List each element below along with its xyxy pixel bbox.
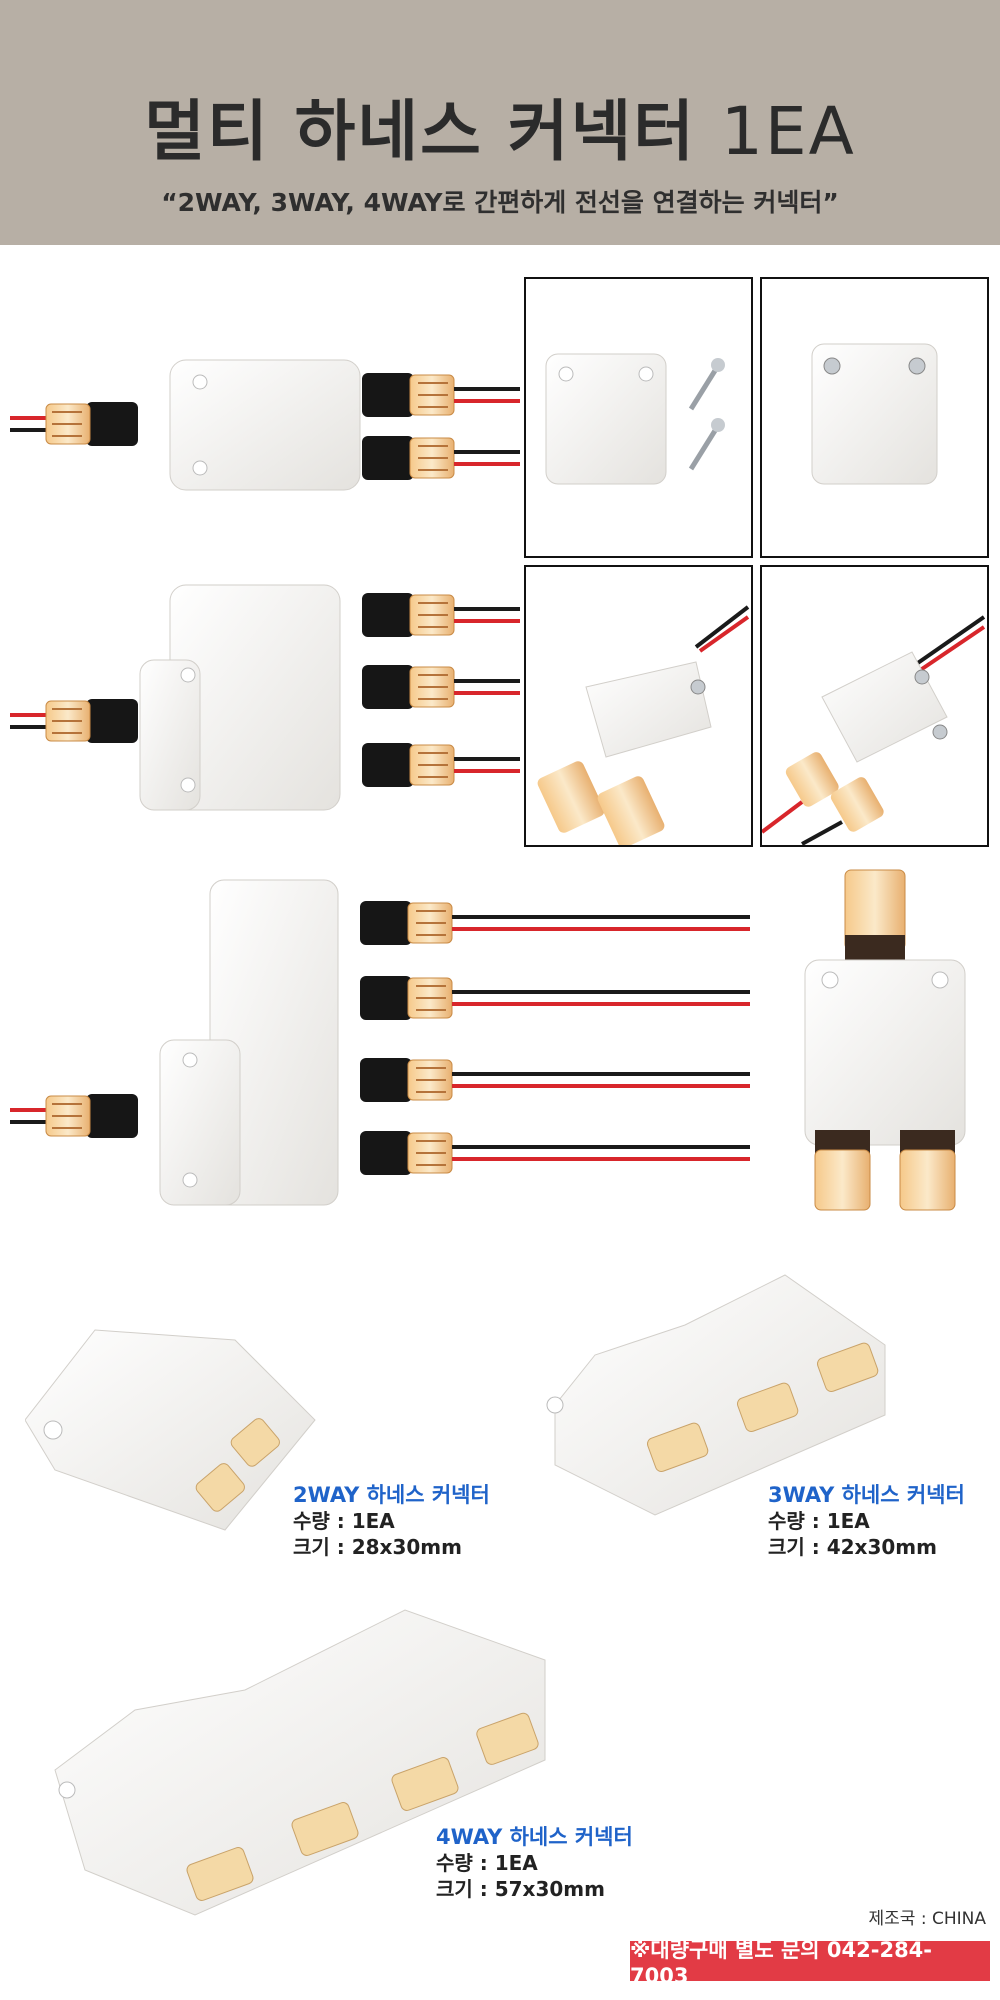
product-qty: 수량 : 1EA bbox=[768, 1509, 870, 1533]
product-size: 크기 : 28x30mm bbox=[293, 1535, 462, 1559]
2way-connector-with-screws-image bbox=[524, 277, 753, 558]
spec-3way: 3WAY 하네스 커넥터 수량 : 1EA 크기 : 42x30mm bbox=[768, 1482, 965, 1560]
spec-4way: 4WAY 하네스 커넥터 수량 : 1EA 크기 : 57x30mm bbox=[436, 1824, 633, 1902]
title-suffix: 1EA bbox=[720, 93, 856, 170]
3way-connector-assembly-image bbox=[10, 584, 520, 811]
2way-connector-product-image bbox=[25, 1329, 316, 1531]
2way-connector-top-view-image bbox=[804, 869, 966, 1211]
title-main: 멀티 하네스 커넥터 bbox=[144, 93, 696, 170]
product-qty: 수량 : 1EA bbox=[436, 1851, 538, 1875]
2way-connector-wired-image bbox=[760, 565, 989, 847]
4way-connector-product-image bbox=[54, 1609, 546, 1916]
product-name: 3WAY 하네스 커넥터 bbox=[768, 1483, 965, 1507]
page-subtitle: “2WAY, 3WAY, 4WAY로 간편하게 전선을 연결하는 커넥터” bbox=[161, 188, 839, 217]
header-banner: 멀티 하네스 커넥터 1EA “2WAY, 3WAY, 4WAY로 간편하게 전… bbox=[0, 0, 1000, 245]
product-name: 4WAY 하네스 커넥터 bbox=[436, 1825, 633, 1849]
3way-connector-product-image bbox=[546, 1274, 886, 1516]
2way-connector-plugged-image bbox=[524, 565, 753, 848]
2way-connector-assembly-image bbox=[10, 359, 520, 491]
product-qty: 수량 : 1EA bbox=[293, 1509, 395, 1533]
product-size: 크기 : 42x30mm bbox=[768, 1535, 937, 1559]
2way-connector-screwed-image bbox=[760, 277, 989, 558]
origin-country: 제조국 : CHINA bbox=[868, 1909, 986, 1929]
bulk-order-contact-banner: ※대량구매 별도 문의 042-284-7003 bbox=[630, 1938, 990, 1988]
product-name: 2WAY 하네스 커넥터 bbox=[293, 1483, 490, 1507]
page-title: 멀티 하네스 커넥터 1EA bbox=[0, 78, 1000, 174]
product-size: 크기 : 57x30mm bbox=[436, 1877, 605, 1901]
4way-connector-assembly-image bbox=[10, 879, 750, 1206]
spec-2way: 2WAY 하네스 커넥터 수량 : 1EA 크기 : 28x30mm bbox=[293, 1482, 490, 1560]
